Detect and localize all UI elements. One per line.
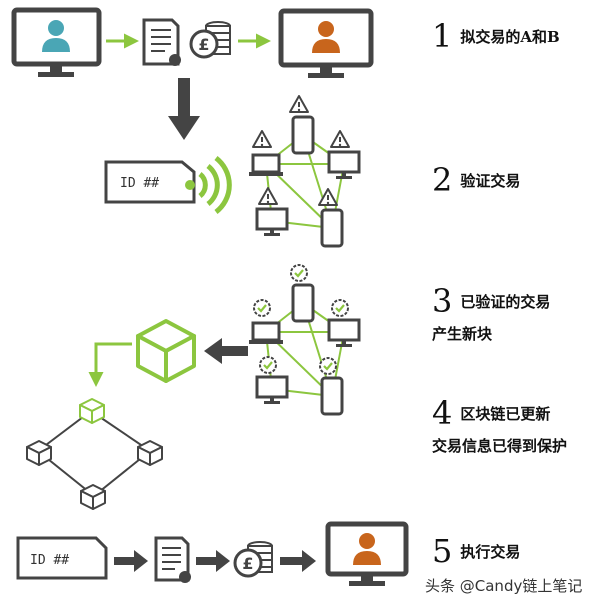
new-block-cube-icon (136, 319, 196, 383)
step-4-text-2: 交易信息已得到保护 (432, 437, 568, 455)
arrow-right-1 (114, 550, 148, 572)
coin-symbol-1: £ (198, 35, 209, 54)
arrow-down-to-id (168, 78, 200, 140)
network-node-phone-icon (320, 208, 344, 248)
document-icon-2 (154, 536, 191, 583)
id-card-label-2: ID ## (30, 553, 69, 568)
blockchain-diamond (36, 409, 152, 498)
new-chain-cube-icon (79, 398, 105, 424)
step-2-number: 2 (432, 161, 453, 199)
step-5: 5 执行交易 (432, 535, 520, 567)
monitor-user-a-icon (11, 7, 102, 77)
monitor-user-b-icon (278, 8, 374, 78)
coins-pound-icon-2: £ (233, 541, 273, 578)
step-3-number: 3 (432, 282, 453, 320)
coin-symbol-2: £ (242, 554, 253, 573)
warning-icon (318, 188, 338, 206)
arrow-right-2 (196, 550, 230, 572)
step-4: 4 区块链已更新 交易信息已得到保护 (432, 397, 567, 456)
warning-icon (258, 187, 278, 205)
warning-icon (289, 95, 309, 113)
step-3: 3 已验证的交易 产生新块 (432, 285, 550, 344)
arrow-right-3 (280, 550, 316, 572)
arrow-block-to-chain (88, 342, 132, 387)
id-card-icon-2: ID ## (16, 536, 108, 580)
network-node-laptop-icon (249, 153, 283, 176)
step-3-text: 已验证的交易 (460, 292, 551, 311)
chain-cube-right-icon (137, 440, 163, 466)
network-node-monitor-icon (327, 318, 361, 347)
wireless-signal-icon (198, 156, 232, 214)
checkmark-icon (290, 264, 308, 282)
step-4-text: 区块链已更新 (460, 404, 551, 423)
step-4-number: 4 (432, 394, 453, 432)
network-node-monitor-icon (327, 150, 361, 179)
arrow-left-to-block (204, 338, 248, 364)
warning-icon (252, 130, 272, 148)
chain-cubes (26, 398, 163, 510)
coins-pound-icon: £ (189, 21, 231, 59)
checkmark-icon (259, 356, 277, 374)
warning-icon (330, 130, 350, 148)
step-5-number: 5 (432, 532, 453, 570)
step-1-number: 1 (432, 17, 453, 55)
network-node-phone-icon (320, 376, 344, 416)
step-1: 1 拟交易的A和B (432, 20, 560, 52)
step-5-text: 执行交易 (460, 542, 521, 561)
monitor-user-b-icon-2 (325, 521, 409, 586)
step-2-text: 验证交易 (460, 171, 521, 190)
document-icon (142, 18, 181, 66)
chain-cube-bottom-icon (80, 484, 106, 510)
network-node-monitor-icon (255, 207, 289, 236)
checkmark-icon (319, 357, 337, 375)
watermark: 头条 @Candy链上笔记 (425, 575, 583, 596)
step-1-text: 拟交易的A和B (460, 27, 560, 46)
network-verified (249, 264, 361, 416)
step-3-text-2: 产生新块 (432, 325, 493, 343)
id-card-icon: ID ## (104, 160, 196, 204)
network-node-phone-icon (291, 115, 315, 155)
checkmark-icon (253, 299, 271, 317)
network-node-monitor-icon (255, 375, 289, 404)
id-card-label: ID ## (120, 176, 159, 191)
network-node-laptop-icon (249, 321, 283, 344)
network-warning (249, 95, 361, 248)
step-2: 2 验证交易 (432, 164, 520, 196)
network-node-phone-icon (291, 283, 315, 323)
checkmark-icon (331, 299, 349, 317)
chain-cube-left-icon (26, 440, 52, 466)
